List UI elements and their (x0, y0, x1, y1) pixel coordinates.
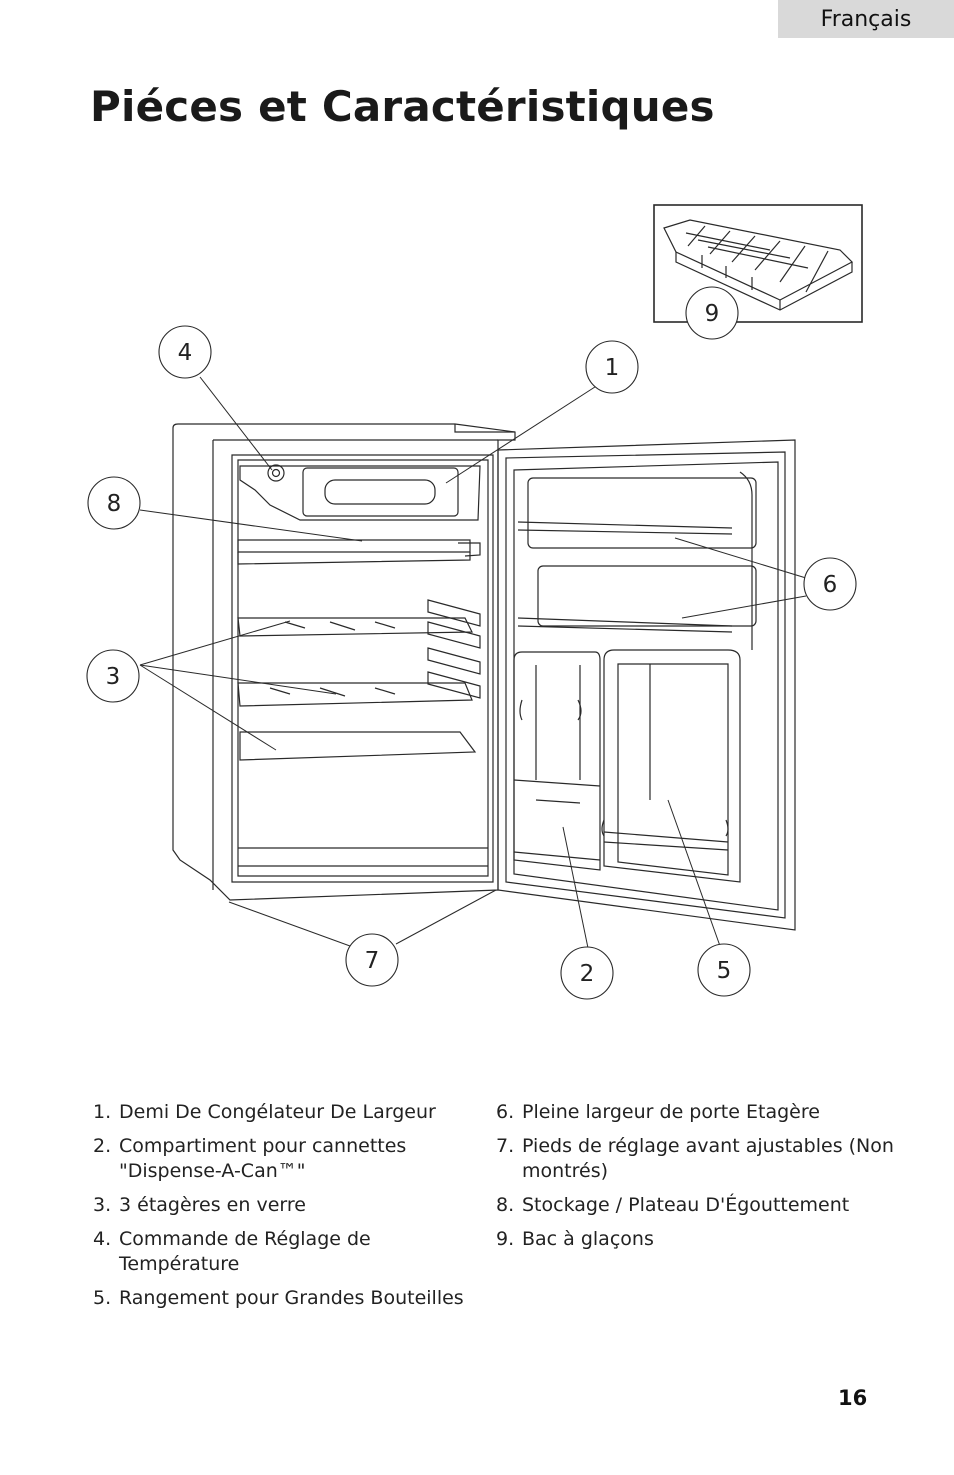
callout-4-label: 4 (178, 340, 193, 366)
list-item: 2. Compartiment pour cannettes "Dispense-… (93, 1134, 483, 1184)
callout-1-label: 1 (605, 355, 620, 381)
ice-tray-drawing (663, 219, 853, 311)
item-number: 4. (93, 1228, 112, 1250)
refrigerator-door (497, 439, 796, 931)
list-item: 7. Pieds de réglage avant ajustables (Non… (496, 1134, 916, 1184)
item-text: Rangement pour Grandes Bouteilles (119, 1287, 464, 1309)
item-text: Pleine largeur de porte Etagère (522, 1101, 820, 1123)
item-text: Demi De Congélateur De Largeur (119, 1101, 436, 1123)
ice-tray-inset-frame (653, 204, 863, 323)
list-item: 6. Pleine largeur de porte Etagère (496, 1100, 916, 1125)
item-number: 2. (93, 1135, 112, 1157)
callout-2-label: 2 (580, 961, 595, 987)
callout-1: 1 (585, 340, 639, 394)
item-text: Commande de Réglage de Température (119, 1228, 371, 1275)
item-number: 6. (496, 1101, 515, 1123)
callout-2: 2 (560, 946, 614, 1000)
callout-8-label: 8 (107, 491, 122, 517)
page-number: 16 (838, 1386, 868, 1410)
item-number: 5. (93, 1287, 112, 1309)
item-text: 3 étagères en verre (119, 1194, 306, 1216)
callout-8: 8 (87, 476, 141, 530)
item-text: Bac à glaçons (522, 1228, 654, 1250)
item-number: 9. (496, 1228, 515, 1250)
callout-5: 5 (697, 943, 751, 997)
item-number: 3. (93, 1194, 112, 1216)
list-item: 5. Rangement pour Grandes Bouteilles (93, 1286, 483, 1311)
callout-6-label: 6 (823, 572, 838, 598)
callout-7-label: 7 (365, 948, 380, 974)
list-item: 9. Bac à glaçons (496, 1227, 916, 1252)
item-number: 7. (496, 1135, 515, 1157)
callout-6: 6 (803, 557, 857, 611)
callout-9: 9 (685, 286, 739, 340)
list-item: 8. Stockage / Plateau D'Égouttement (496, 1193, 916, 1218)
list-item: 4. Commande de Réglage de Température (93, 1227, 483, 1277)
callout-7: 7 (345, 933, 399, 987)
item-number: 8. (496, 1194, 515, 1216)
callout-3: 3 (86, 649, 140, 703)
callout-9-label: 9 (705, 301, 720, 327)
item-text: Stockage / Plateau D'Égouttement (522, 1194, 850, 1216)
callout-5-label: 5 (717, 958, 732, 984)
list-item: 1. Demi De Congélateur De Largeur (93, 1100, 483, 1125)
item-text: Pieds de réglage avant ajustables (Non m… (522, 1135, 894, 1182)
item-number: 1. (93, 1101, 112, 1123)
parts-list-left: 1. Demi De Congélateur De Largeur 2. Compa… (93, 1100, 483, 1320)
refrigerator-diagram: 1 2 3 4 5 6 7 8 (86, 204, 863, 1000)
item-text: Compartiment pour cannettes "Dispense-A-… (119, 1135, 407, 1182)
callout-3-label: 3 (106, 664, 121, 690)
callout-4: 4 (158, 325, 212, 379)
refrigerator-cabinet (172, 423, 516, 901)
leader-lines (139, 376, 807, 949)
thermostat-dial (267, 464, 285, 482)
page-title: Piéces et Caractéristiques (90, 82, 715, 131)
callouts: 1 2 3 4 5 6 7 8 (86, 286, 857, 1000)
language-tab: Français (778, 0, 954, 38)
parts-list-right: 6. Pleine largeur de porte Etagère 7. Pied… (496, 1100, 916, 1261)
list-item: 3. 3 étagères en verre (93, 1193, 483, 1218)
